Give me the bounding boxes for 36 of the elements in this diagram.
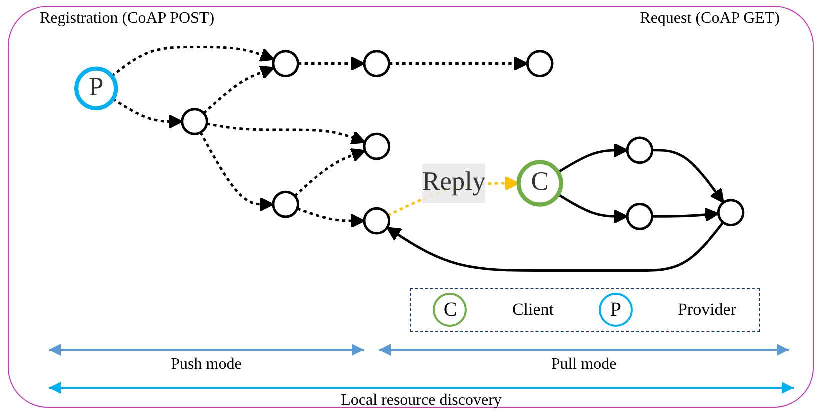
dimension-label: Push mode <box>170 356 243 374</box>
legend-label: Client <box>512 300 554 320</box>
arrow <box>297 208 366 228</box>
node-circle <box>181 108 208 136</box>
arrow <box>389 56 528 72</box>
legend-label: Provider <box>678 300 736 320</box>
legend-symbol: C <box>433 293 468 327</box>
arrow <box>386 222 724 272</box>
arrow <box>558 194 628 224</box>
edge-label: Reply <box>422 168 486 197</box>
arrow <box>298 56 366 72</box>
node-circle <box>363 50 391 78</box>
node-circle <box>272 190 300 218</box>
arrow <box>200 132 274 212</box>
arrow <box>652 208 720 222</box>
node-circle: P <box>74 66 118 110</box>
legend-symbol: P <box>598 293 633 327</box>
node-circle <box>626 136 654 164</box>
arrow <box>294 148 366 198</box>
arrow <box>558 143 628 174</box>
node-circle <box>272 50 300 78</box>
node-circle <box>363 132 391 160</box>
arrow <box>652 149 724 204</box>
arrow <box>206 122 366 145</box>
arrow <box>203 66 275 114</box>
note-label: Registration (CoAP POST) <box>40 10 215 28</box>
node-circle <box>626 203 654 230</box>
note-label: Request (CoAP GET) <box>640 10 780 28</box>
dimension-label: Pull mode <box>550 356 618 374</box>
node-circle <box>526 50 554 78</box>
dimension-label: Local resource discovery <box>340 392 503 410</box>
node-circle: C <box>516 160 564 207</box>
node-circle <box>363 207 391 235</box>
arrow <box>111 46 275 78</box>
arrow <box>112 98 184 130</box>
node-circle <box>717 199 745 226</box>
